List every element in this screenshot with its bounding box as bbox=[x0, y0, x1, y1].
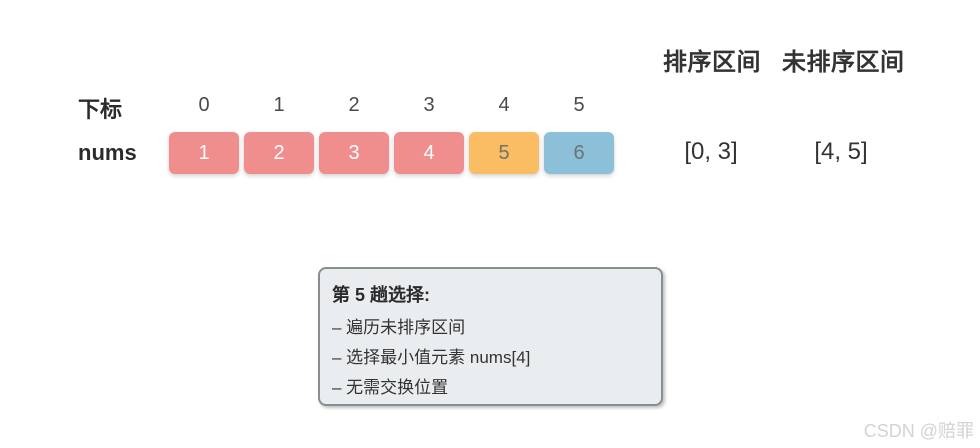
nums-array: 1 2 3 4 5 6 bbox=[169, 132, 614, 174]
index-value: 0 bbox=[198, 94, 210, 116]
array-cell-sorted: 4 bbox=[394, 132, 464, 174]
array-cell-sorted: 2 bbox=[244, 132, 314, 174]
index-value: 5 bbox=[573, 94, 585, 116]
array-cell-sorted: 3 bbox=[319, 132, 389, 174]
index-value: 1 bbox=[273, 94, 285, 116]
array-cell-minimum: 5 bbox=[469, 132, 539, 174]
unsorted-interval-header: 未排序区间 bbox=[782, 49, 905, 76]
note-bullet: – 选择最小值元素 nums[4] bbox=[332, 348, 531, 367]
unsorted-interval-value: [4, 5] bbox=[814, 138, 868, 165]
index-value: 4 bbox=[498, 94, 510, 116]
index-value: 3 bbox=[423, 94, 435, 116]
sorted-interval-header: 排序区间 bbox=[663, 49, 761, 76]
note-bullet: – 遍历未排序区间 bbox=[332, 318, 466, 337]
array-cell-sorted: 1 bbox=[169, 132, 239, 174]
note-title: 第 5 趟选择: bbox=[332, 285, 431, 305]
index-row-label: 下标 bbox=[78, 97, 123, 122]
watermark: CSDN @赔罪 bbox=[863, 421, 974, 441]
nums-row-label: nums bbox=[78, 140, 137, 165]
sorted-interval-value: [0, 3] bbox=[684, 138, 738, 165]
note-box: 第 5 趟选择: – 遍历未排序区间 – 选择最小值元素 nums[4] – 无… bbox=[318, 267, 663, 406]
index-value: 2 bbox=[348, 94, 360, 116]
note-bullet: – 无需交换位置 bbox=[332, 378, 449, 397]
index-row: 0 1 2 3 4 5 bbox=[169, 94, 614, 117]
array-cell-unsorted: 6 bbox=[544, 132, 614, 174]
